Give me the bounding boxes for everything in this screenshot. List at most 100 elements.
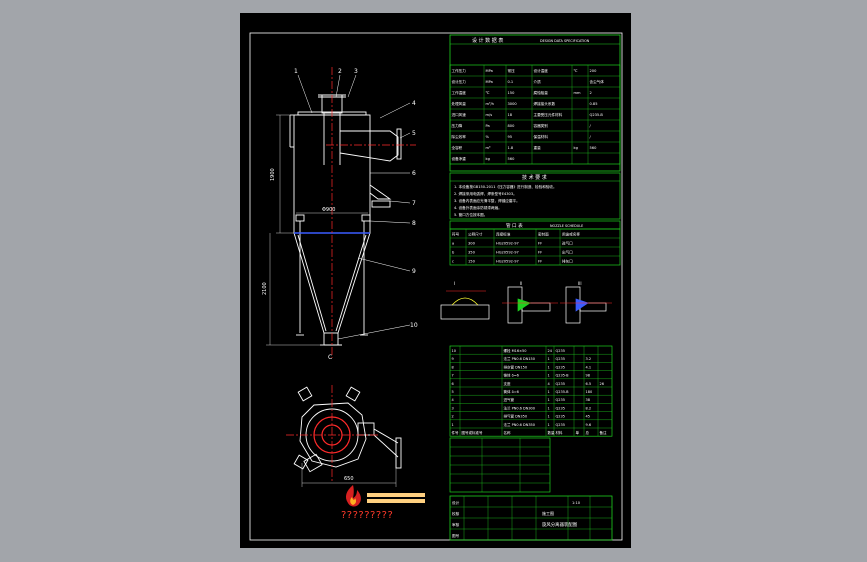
bom-cell: Q235	[556, 349, 565, 353]
drawing-frame	[249, 32, 623, 541]
bom-cell: 3	[452, 406, 454, 410]
title-approve-label: 审核	[452, 522, 460, 527]
bom-cell: 10	[452, 349, 456, 353]
spec-cell: 200	[590, 69, 598, 73]
spec-cell: Q235-B	[590, 113, 604, 117]
part-7: 7	[412, 200, 416, 207]
spec-cell: 容器类别	[534, 123, 549, 128]
logo-caption: ?????????	[341, 510, 394, 521]
nozzle-cell: 出气口	[562, 250, 573, 255]
nozzle-head: 用途或名称	[562, 232, 580, 237]
bom-cell: 7	[452, 374, 454, 378]
nozzle-head: 符号	[452, 232, 460, 237]
spec-cell: 3000	[508, 102, 518, 106]
dim-plan-offset: 650	[344, 476, 354, 482]
title-drawing-no-label: 图号	[452, 533, 460, 538]
bom-cell: 4.1	[586, 365, 592, 369]
spec-cell: 腐蚀裕量	[534, 90, 549, 95]
cad-drawing: 1 2 3 4 5 6 7 8 9 10 C Φ900 1900 2100 65…	[249, 32, 623, 541]
technical-requirements: 技 术 要 求1. 本设备按GB150-2011《压力容器》进行制造、检验和验收…	[449, 172, 621, 220]
bom-cell: 筒体 δ=6	[504, 389, 519, 394]
bom-cell: 8	[452, 365, 454, 369]
leader-lines	[297, 74, 411, 340]
spec-cell: 0.1	[508, 80, 514, 84]
spec-cell: 含尘气体	[590, 79, 605, 84]
nozzle-cell: HG20592-97	[496, 251, 519, 255]
spec-cell: 除尘效率	[452, 134, 467, 139]
spec-cell: 设计压力	[452, 79, 467, 84]
bom-cell: 1	[548, 357, 550, 361]
spec-cell: 设计温度	[534, 68, 549, 73]
bom-head: 图号或标准号	[462, 430, 483, 435]
spec-cell: 2	[590, 91, 592, 95]
bom-cell: 4	[452, 398, 455, 402]
bom-cell: 螺栓 M16×50	[504, 348, 527, 353]
bom-cell: 1	[548, 423, 550, 427]
bom-cell: Q235	[556, 398, 565, 402]
spec-cell: MPa	[486, 69, 493, 73]
tech-note: 4. 设备外表面涂防锈漆两遍。	[454, 205, 502, 210]
bom-border	[449, 345, 613, 437]
nozzle-cell: 300	[468, 242, 476, 246]
spec-cell: m/s	[486, 113, 493, 117]
spec-cell: 工作压力	[452, 68, 467, 73]
bom-cell: 9.6	[586, 423, 592, 427]
spec-cell: kg	[574, 146, 578, 150]
spec-cell: 保温材料	[534, 134, 549, 139]
bom-cell: 8.2	[586, 406, 592, 410]
bom-cell: 26	[600, 382, 604, 386]
spec-cell: 工作温度	[452, 90, 467, 95]
part-4: 4	[412, 100, 416, 107]
tech-note: 1. 本设备按GB150-2011《压力容器》进行制造、检验和验收。	[454, 184, 557, 189]
bom-head: 总	[586, 430, 590, 435]
weld-details	[440, 286, 612, 324]
spec-border	[449, 64, 621, 165]
tech-note: 3. 设备内表面应光滑平整，焊缝应磨平。	[454, 198, 520, 203]
bom-cell: 180	[586, 390, 593, 394]
part-9: 9	[412, 268, 416, 275]
drawing-sheet: 1 2 3 4 5 6 7 8 9 10 C Φ900 1900 2100 65…	[240, 13, 631, 548]
bom-head: 名称	[504, 430, 512, 435]
nozzle-cell: 350	[468, 251, 476, 255]
nozzle-cell: 150	[468, 260, 476, 264]
bom-cell: Q235	[556, 357, 565, 361]
title-scale: 1:10	[572, 501, 581, 505]
flame-logo-icon	[345, 485, 361, 507]
plan-view	[293, 386, 402, 473]
svg-text:III: III	[578, 281, 582, 286]
nozzle-cell: 进气口	[562, 241, 573, 246]
spec-cell: MPa	[486, 80, 493, 84]
spec-cell: mm	[574, 91, 582, 95]
spec-cell: m³/h	[486, 102, 494, 106]
section-mark: C	[328, 354, 332, 361]
dim-cone-height: 2100	[262, 282, 268, 295]
part-6: 6	[412, 170, 416, 177]
svg-text:II: II	[520, 281, 522, 286]
spec-cell: 全容积	[452, 145, 463, 150]
bom-cell: 支座	[504, 381, 512, 386]
bom-cell: 24	[548, 349, 553, 353]
spec-cell: 介质	[534, 79, 542, 84]
bom-cell: 1	[548, 390, 550, 394]
weld-detail-labels: I II III	[454, 281, 582, 286]
spec-cell: /	[590, 135, 592, 139]
bom-cell: 法兰 PN0.6 DN350	[504, 422, 536, 427]
bom-cell: Q235	[556, 415, 565, 419]
bom-cell: Q235-B	[556, 390, 570, 394]
bom-cell: 1	[548, 398, 550, 402]
bom-cell: Q235-B	[556, 374, 570, 378]
tech-note: 2. 焊接采用电弧焊，焊条型号E4303。	[454, 191, 517, 196]
spec-cell: 处理风量	[452, 101, 467, 106]
bom-cell: 9	[452, 357, 454, 361]
title-design-label: 设计	[452, 500, 460, 505]
bom-cell: 5	[452, 390, 454, 394]
spec-cell: /	[590, 124, 592, 128]
bom-cell: 法兰 PN0.6 DN150	[504, 356, 536, 361]
nozzle-cell: b	[452, 251, 455, 255]
part-10: 10	[410, 322, 418, 329]
nozzle-cell: c	[452, 260, 454, 264]
nozzle-cell: HG20592-97	[496, 242, 519, 246]
bom-cell: 3.2	[586, 357, 592, 361]
dimension-lines	[266, 114, 397, 487]
part-3: 3	[354, 68, 358, 75]
